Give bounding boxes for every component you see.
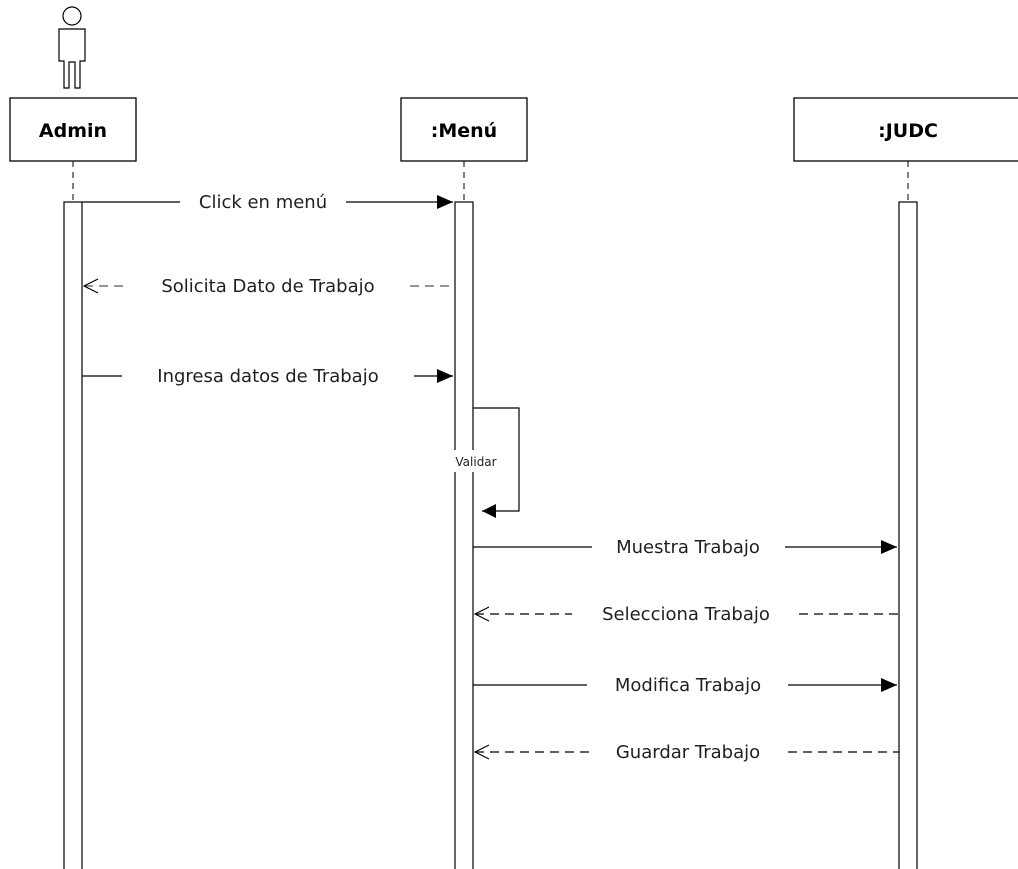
message-solicita-dato: Solicita Dato de Trabajo [84,276,455,297]
message-label: Click en menú [199,192,327,213]
message-modifica-trabajo: Modifica Trabajo [473,675,897,696]
message-label: Muestra Trabajo [616,537,760,558]
message-muestra-trabajo: Muestra Trabajo [473,537,897,558]
participant-judc: :JUDC [793,97,1018,162]
message-label: Solicita Dato de Trabajo [161,276,374,297]
participant-label-menu: :Menú [431,120,497,142]
message-label: Guardar Trabajo [616,742,760,763]
message-label: Ingresa datos de Trabajo [157,366,378,387]
activation-judc [898,201,918,869]
actor-icon [58,6,86,89]
message-click-en-menu: Click en menú [82,192,453,213]
message-label: Selecciona Trabajo [602,604,770,625]
message-label: Modifica Trabajo [615,675,761,696]
activation-admin [63,201,83,869]
participant-label-admin: Admin [39,120,107,142]
message-validar: Validar [446,407,520,518]
message-selecciona-trabajo: Selecciona Trabajo [475,604,899,625]
message-ingresa-datos: Ingresa datos de Trabajo [82,366,453,387]
participant-admin: Admin [9,97,137,162]
participant-label-judc: :JUDC [878,120,938,142]
participant-menu: :Menú [400,97,528,162]
activation-menu [454,201,474,869]
message-label: Validar [455,455,496,469]
message-guardar-trabajo: Guardar Trabajo [475,742,899,763]
